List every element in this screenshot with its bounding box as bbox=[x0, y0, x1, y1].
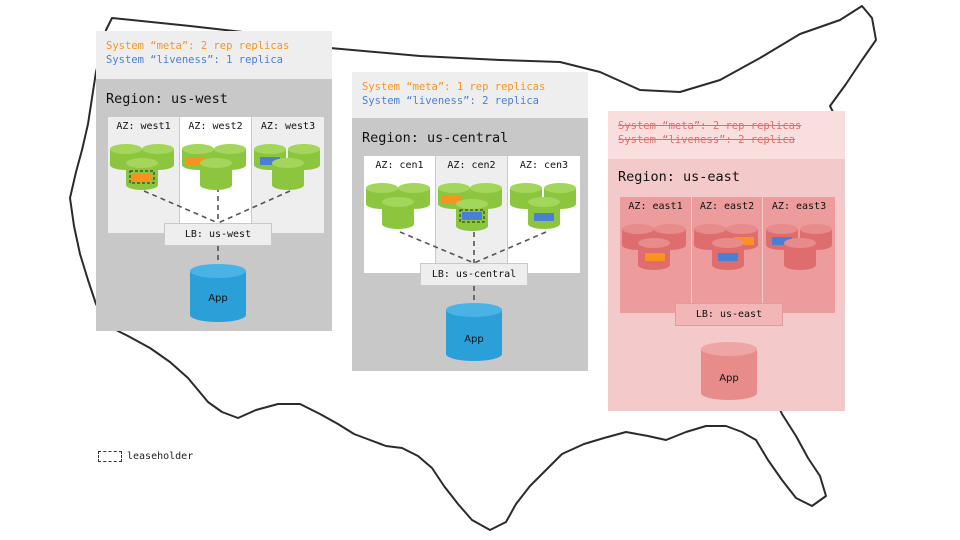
node-cluster-cen3 bbox=[510, 183, 576, 229]
leaseholder-icon bbox=[459, 209, 485, 223]
app-label: App bbox=[208, 293, 228, 304]
leaseholder-icon bbox=[129, 170, 155, 184]
region-title: Region: us-east bbox=[618, 169, 740, 185]
region-links: App bbox=[366, 183, 576, 361]
leaseholder-legend-icon bbox=[98, 451, 122, 462]
region-us-west: System “meta”: 2 rep replicas System “li… bbox=[96, 31, 332, 331]
node-cluster-west3 bbox=[254, 144, 320, 190]
node-cluster-east2 bbox=[694, 224, 758, 270]
legend: leaseholder bbox=[98, 451, 193, 462]
az-label: AZ: west2 bbox=[188, 121, 243, 132]
db-node-icon bbox=[784, 238, 816, 270]
liveness-replica-icon bbox=[260, 157, 280, 165]
az-label: AZ: west3 bbox=[260, 121, 316, 132]
region-us-central-header: System “meta”: 1 rep replicas System “li… bbox=[352, 72, 588, 118]
meta-replica-icon bbox=[186, 157, 206, 165]
liveness-replicas-text: System “liveness”: 2 replica bbox=[618, 134, 796, 146]
app-label: App bbox=[464, 334, 484, 345]
legend-label: leaseholder bbox=[127, 451, 194, 462]
db-node-icon bbox=[272, 158, 304, 190]
load-balancer: LB: us-west bbox=[164, 223, 272, 246]
liveness-replica-icon bbox=[772, 237, 792, 245]
region-title: Region: us-central bbox=[362, 130, 509, 146]
az-label: AZ: cen2 bbox=[447, 160, 496, 171]
az-label: AZ: west1 bbox=[116, 121, 171, 132]
meta-replica-icon bbox=[442, 196, 462, 204]
db-node-icon bbox=[382, 197, 414, 229]
liveness-replica-icon bbox=[718, 253, 738, 261]
load-balancer: LB: us-central bbox=[420, 263, 528, 286]
az-label: AZ: cen3 bbox=[519, 160, 569, 171]
meta-replica-icon bbox=[645, 253, 665, 261]
node-cluster-east3 bbox=[766, 224, 832, 270]
node-cluster-east1 bbox=[622, 224, 686, 270]
node-cluster-west1 bbox=[110, 144, 174, 190]
node-cluster-cen2 bbox=[438, 183, 502, 231]
app-database-icon bbox=[190, 264, 246, 322]
liveness-replica-icon bbox=[462, 212, 482, 220]
az-label: AZ: east3 bbox=[771, 201, 827, 212]
region-links: App bbox=[622, 224, 832, 400]
node-cluster-west2 bbox=[182, 144, 246, 190]
region-us-west-header: System “meta”: 2 rep replicas System “li… bbox=[96, 31, 332, 79]
liveness-replicas-text: System “liveness”: 1 replica bbox=[106, 54, 284, 66]
meta-replicas-text: System “meta”: 2 rep replicas bbox=[106, 40, 290, 52]
az-column-east1: AZ: east1 bbox=[620, 197, 692, 313]
az-label: AZ: east1 bbox=[628, 201, 683, 212]
region-us-central: System “meta”: 1 rep replicas System “li… bbox=[352, 72, 588, 371]
meta-replicas-text: System “meta”: 1 rep replicas bbox=[362, 81, 546, 93]
app-label: App bbox=[719, 373, 739, 384]
meta-replica-icon bbox=[734, 237, 754, 245]
load-balancer: LB: us-east bbox=[675, 303, 783, 326]
region-us-east-header: System “meta”: 2 rep replicas System “li… bbox=[608, 111, 845, 159]
az-label: AZ: east2 bbox=[699, 201, 755, 212]
meta-replica-icon bbox=[132, 173, 152, 181]
az-column-east3: AZ: east3 bbox=[763, 197, 835, 313]
app-database-icon bbox=[446, 303, 502, 361]
meta-replicas-text: System “meta”: 2 rep replicas bbox=[618, 120, 802, 132]
liveness-replicas-text: System “liveness”: 2 replica bbox=[362, 95, 540, 107]
node-cluster-cen1 bbox=[366, 183, 430, 229]
liveness-replica-icon bbox=[534, 213, 554, 221]
db-node-icon bbox=[200, 158, 232, 190]
region-title: Region: us-west bbox=[106, 91, 228, 107]
region-us-east: System “meta”: 2 rep replicas System “li… bbox=[608, 111, 845, 411]
az-column-east2: AZ: east2 bbox=[692, 197, 763, 313]
az-label: AZ: cen1 bbox=[375, 160, 424, 171]
region-links: App bbox=[110, 144, 320, 322]
app-database-icon bbox=[701, 342, 757, 400]
